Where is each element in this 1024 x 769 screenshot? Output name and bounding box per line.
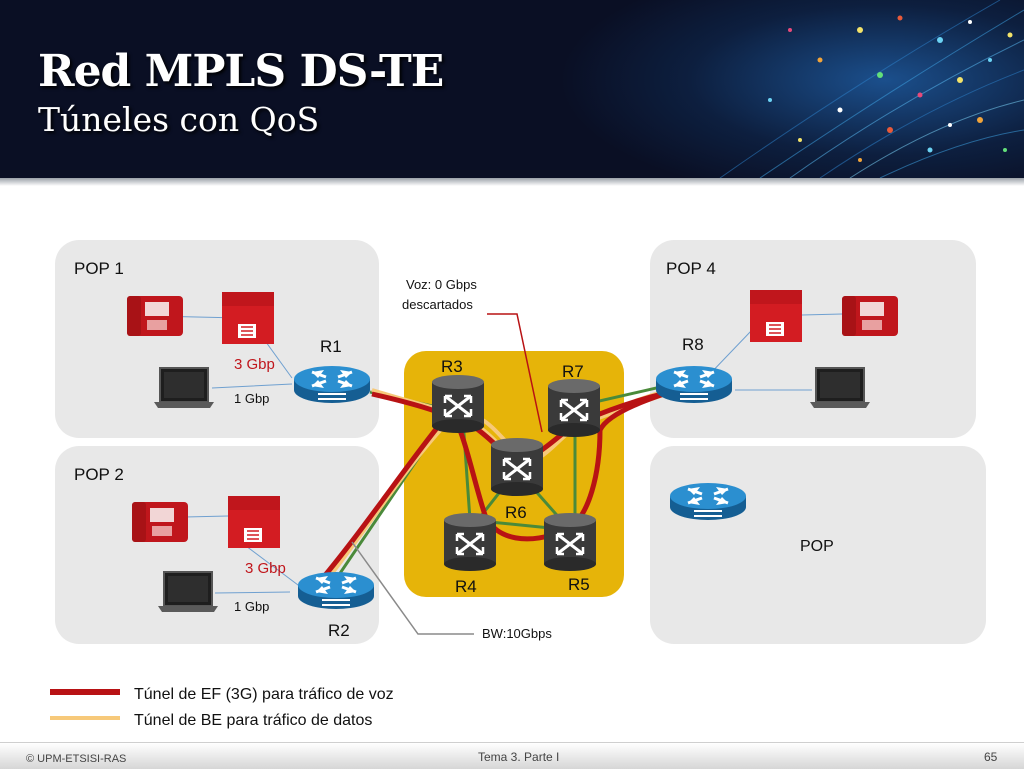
green-links bbox=[328, 376, 701, 589]
pop4-label: POP 4 bbox=[666, 259, 716, 278]
pbx-icon bbox=[227, 495, 281, 549]
header-shadow bbox=[0, 178, 1024, 186]
slide-subtitle: Túneles con QoS bbox=[38, 100, 320, 139]
phone-icon bbox=[842, 296, 898, 336]
bandwidth-note: BW:10Gbps bbox=[482, 626, 552, 641]
core-router-icon bbox=[442, 511, 498, 573]
slide-footer: © UPM-ETSISI-RAS Tema 3. Parte I 65 bbox=[0, 742, 1024, 769]
router-r5-label: R5 bbox=[568, 575, 590, 594]
legend-be-label: Túnel de BE para tráfico de datos bbox=[134, 712, 372, 729]
laptop-icon bbox=[809, 367, 871, 409]
router-r6-label: R6 bbox=[505, 503, 527, 522]
pbx-icon bbox=[221, 291, 275, 345]
core-router-icon bbox=[489, 436, 545, 498]
laptop-icon bbox=[153, 367, 215, 409]
router-r8-label: R8 bbox=[682, 335, 704, 354]
pop2-label: POP 2 bbox=[74, 465, 124, 484]
router-r2-label: R2 bbox=[328, 621, 350, 640]
core-router-icon bbox=[542, 511, 598, 573]
laptop-icon bbox=[157, 571, 219, 613]
phone-icon bbox=[127, 296, 183, 336]
voice-drop-note-line1: Voz: 0 Gbps bbox=[406, 277, 477, 292]
footer-copyright: © UPM-ETSISI-RAS bbox=[26, 753, 127, 765]
bw-pointer bbox=[351, 541, 474, 635]
pbx-icon bbox=[749, 289, 803, 343]
slide-header: Red MPLS DS-TE Túneles con QoS bbox=[0, 0, 1024, 178]
footer-topic: Tema 3. Parte I bbox=[478, 750, 560, 764]
router-r1-label: R1 bbox=[320, 337, 342, 356]
phone-icon bbox=[132, 502, 188, 542]
pop2-data-rate: 1 Gbp bbox=[234, 599, 269, 614]
router-icon bbox=[292, 364, 372, 405]
pop1-voice-rate: 3 Gbp bbox=[234, 356, 275, 373]
ef-tunnel-2 bbox=[314, 379, 701, 588]
core-router-icon bbox=[546, 377, 602, 439]
router-r4-label: R4 bbox=[455, 577, 477, 596]
voz-pointer bbox=[487, 313, 543, 433]
core-router-icon bbox=[430, 373, 486, 435]
router-icon bbox=[296, 570, 376, 611]
voice-drop-note-line2: descartados bbox=[402, 297, 473, 312]
legend-ef-label: Túnel de EF (3G) para tráfico de voz bbox=[134, 686, 394, 703]
pop1-label: POP 1 bbox=[74, 259, 124, 278]
fiber-optic-image bbox=[560, 0, 1024, 178]
slide-title: Red MPLS DS-TE bbox=[38, 46, 444, 97]
pop-label: POP bbox=[800, 538, 834, 555]
router-r3-label: R3 bbox=[441, 357, 463, 376]
router-r7-label: R7 bbox=[562, 362, 584, 381]
router-icon bbox=[668, 481, 748, 522]
pop2-voice-rate: 3 Gbp bbox=[245, 560, 286, 577]
pop1-data-rate: 1 Gbp bbox=[234, 391, 269, 406]
footer-page-number: 65 bbox=[984, 750, 998, 764]
router-icon bbox=[654, 364, 734, 405]
